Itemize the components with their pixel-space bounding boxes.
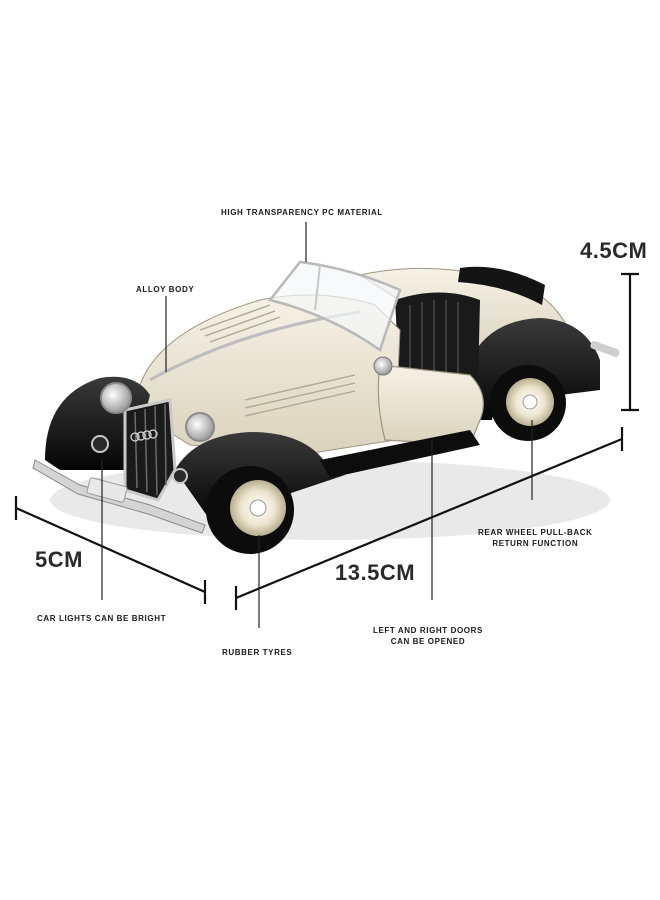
folded-roof: [458, 266, 545, 305]
length-dimension: 13.5CM: [335, 560, 416, 585]
width-dimension-line: [15, 506, 206, 594]
doors-label-line1: LEFT AND RIGHT DOORS: [373, 626, 483, 635]
length-dimension-line: [235, 437, 623, 600]
left-headlight: [100, 382, 132, 414]
doors-label: LEFT AND RIGHT DOORS CAN BE OPENED: [373, 625, 483, 647]
right-fog-lamp: [172, 468, 188, 484]
car-lights-label: CAR LIGHTS CAN BE BRIGHT: [37, 614, 167, 623]
alloy-body-label: ALLOY BODY: [136, 285, 195, 294]
width-dimension: 5CM: [35, 547, 83, 572]
side-mirror: [373, 356, 393, 376]
rear-wheel-label-line1: REAR WHEEL PULL-BACK: [478, 528, 593, 537]
rear-wheel-label-line2: RETURN FUNCTION: [492, 539, 579, 548]
grille: [123, 398, 177, 502]
rear-bumper: [590, 340, 620, 358]
license-plate: [86, 477, 128, 503]
glass-material-label: HIGH TRANSPARENCY PC MATERIAL: [221, 208, 383, 217]
left-fog-lamp: [91, 435, 109, 453]
rubber-tyres-label: RUBBER TYRES: [222, 648, 293, 657]
running-board: [320, 430, 480, 478]
height-dimension: 4.5CM: [580, 238, 648, 263]
rear-wheel-label: REAR WHEEL PULL-BACK RETURN FUNCTION: [478, 527, 593, 549]
right-headlight: [185, 412, 215, 442]
windshield: [267, 260, 402, 352]
doors-label-line2: CAN BE OPENED: [390, 637, 466, 646]
